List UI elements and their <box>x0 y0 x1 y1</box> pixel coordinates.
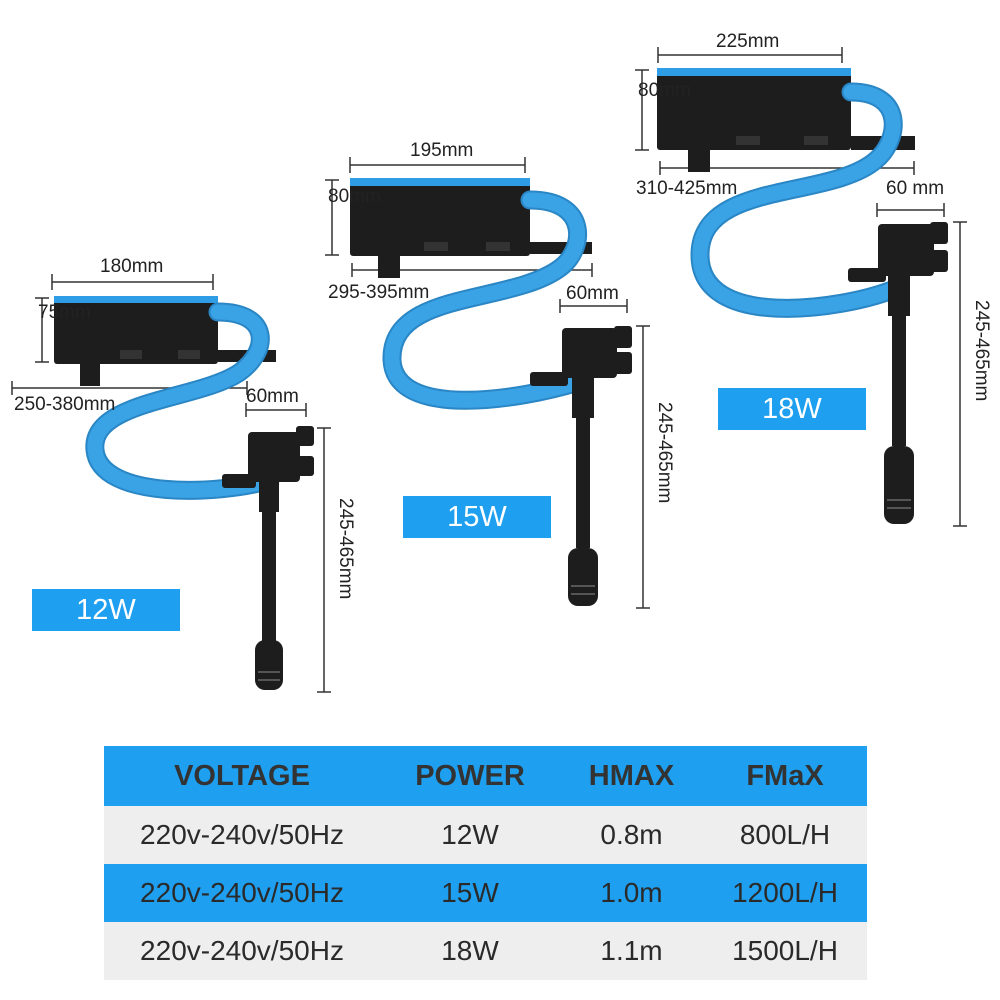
pump-width-label-12w: 60mm <box>246 386 299 407</box>
tank-range-label-18w: 310-425mm <box>636 178 738 199</box>
badge-12w: 12W <box>32 589 180 631</box>
pump-height-label-18w: 245-465mm <box>971 300 992 402</box>
badge-18w: 18W <box>718 388 866 430</box>
header-fmax: FMaX <box>746 759 824 792</box>
pump-12w <box>11 274 331 693</box>
spec-table: VOLTAGE POWER HMAX FMaX 220v-240v/50Hz 1… <box>104 746 867 980</box>
tank-range-label-12w: 250-380mm <box>14 394 116 415</box>
pump-height-label-15w: 245-465mm <box>654 402 675 504</box>
cell-power: 15W <box>441 877 499 908</box>
pumps-drawing <box>11 47 967 693</box>
cell-fmax: 800L/H <box>739 819 831 850</box>
header-hmax: HMAX <box>588 759 675 792</box>
cell-fmax: 1500L/H <box>732 935 838 966</box>
pump-width-label-18w: 60 mm <box>886 178 945 199</box>
table-row: 220v-240v/50Hz 12W 0.8m 800L/H <box>104 806 867 864</box>
box-width-label-12w: 180mm <box>100 256 164 277</box>
pump-15w <box>325 157 650 609</box>
cell-fmax: 1200L/H <box>732 877 838 908</box>
box-height-label-18w: 80mm <box>638 80 691 101</box>
spec-table-header: VOLTAGE POWER HMAX FMaX <box>104 746 867 806</box>
pump-height-label-12w: 245-465mm <box>335 498 356 600</box>
pump-width-label-15w: 60mm <box>566 283 619 304</box>
badge-15w: 15W <box>403 496 551 538</box>
cell-hmax: 1.0m <box>600 877 663 908</box>
box-height-label-15w: 80mm <box>328 186 381 207</box>
cell-hmax: 1.1m <box>600 935 663 966</box>
cell-voltage: 220v-240v/50Hz <box>140 877 344 908</box>
box-height-label-12w: 75mm <box>38 302 91 323</box>
product-illustration: 180mm 75mm 250-380mm 60mm 245-465mm 12W … <box>11 31 992 693</box>
table-row: 220v-240v/50Hz 15W 1.0m 1200L/H <box>104 864 867 922</box>
box-width-label-18w: 225mm <box>716 31 780 52</box>
header-voltage: VOLTAGE <box>174 759 310 792</box>
header-power: POWER <box>415 759 525 792</box>
table-row: 220v-240v/50Hz 18W 1.1m 1500L/H <box>104 922 867 980</box>
box-width-label-15w: 195mm <box>410 140 474 161</box>
cell-hmax: 0.8m <box>600 819 663 850</box>
tank-range-label-15w: 295-395mm <box>328 282 430 303</box>
pump-18w <box>635 47 967 527</box>
cell-voltage: 220v-240v/50Hz <box>140 819 344 850</box>
cell-power: 18W <box>441 935 499 966</box>
cell-voltage: 220v-240v/50Hz <box>140 935 344 966</box>
cell-power: 12W <box>441 819 499 850</box>
